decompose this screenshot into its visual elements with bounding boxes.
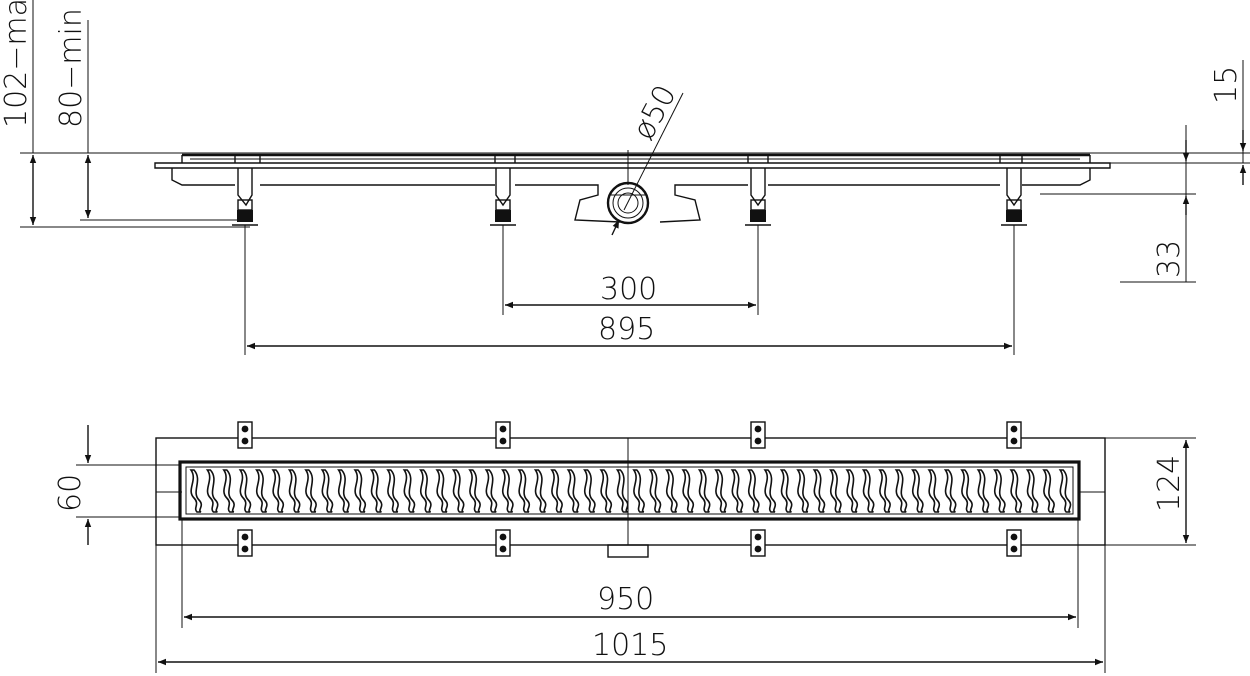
top-offset-label: 15	[1209, 66, 1244, 104]
grate-slot	[353, 469, 367, 513]
grate-slot	[927, 469, 941, 513]
grate-slot	[533, 469, 547, 513]
grate-slot	[779, 469, 793, 513]
channel-width-label: 124	[1152, 455, 1187, 512]
grate-slot	[337, 469, 350, 513]
leg-4	[1001, 168, 1027, 226]
grate-slot	[419, 469, 432, 513]
mounting-bracket	[237, 421, 253, 449]
grate-slot	[894, 469, 908, 513]
grate-slot	[517, 469, 531, 513]
mounting-bracket	[1006, 421, 1022, 449]
grate-slot	[1058, 469, 1072, 513]
mounting-bracket	[1006, 529, 1022, 557]
grate-slot	[697, 469, 711, 513]
grate-slot	[878, 469, 891, 513]
grate-slot	[911, 469, 924, 513]
grate-slot	[501, 469, 514, 513]
mounting-bracket	[237, 529, 253, 557]
grate-slot	[238, 469, 252, 513]
grate-slot	[320, 469, 334, 513]
grate-slot	[205, 469, 219, 513]
grate-slot	[714, 469, 727, 513]
mounting-bracket	[495, 529, 511, 557]
leg-1	[232, 168, 258, 226]
max-height-label: 102−max	[0, 0, 34, 128]
grate-slot	[599, 469, 613, 513]
grate-slot	[812, 469, 826, 513]
grate-slot	[861, 469, 875, 513]
grate-slot	[615, 469, 629, 513]
top-view: 60 124 950 1015	[53, 421, 1196, 673]
grate-slot	[632, 469, 645, 513]
grate-slot	[1042, 469, 1055, 513]
grate-slot	[648, 469, 662, 513]
grate-slots	[189, 469, 1072, 513]
grate-length-label: 950	[597, 582, 654, 617]
grate-slot	[993, 469, 1006, 513]
leg-3	[745, 168, 771, 226]
grate-slot	[369, 469, 383, 513]
grate-slot	[402, 469, 416, 513]
grate-slot	[943, 469, 957, 513]
grate-slot	[960, 469, 973, 513]
grate-slot	[271, 469, 285, 513]
grate-slot	[287, 469, 301, 513]
grate-width-label: 60	[53, 474, 88, 512]
grate-slot	[681, 469, 695, 513]
mounting-brackets	[237, 421, 1022, 557]
outlet-height-label: 33	[1152, 240, 1187, 278]
grate-slot	[829, 469, 842, 513]
min-height-label: 80−min	[54, 8, 89, 128]
mounting-bracket	[495, 421, 511, 449]
grate-slot	[730, 469, 744, 513]
inner-leg-spacing-label: 300	[600, 272, 657, 307]
grate-slot	[451, 469, 465, 513]
grate-slot	[665, 469, 678, 513]
outer-leg-spacing-label: 895	[598, 312, 655, 347]
grate-slot	[550, 469, 563, 513]
grate-slot	[255, 469, 268, 513]
grate-slot	[435, 469, 449, 513]
grate-slot	[747, 469, 760, 513]
grate-slot	[845, 469, 859, 513]
grate-slot	[796, 469, 809, 513]
mounting-bracket	[750, 421, 766, 449]
grate-slot	[484, 469, 498, 513]
leg-2	[490, 168, 516, 226]
grate-slot	[1009, 469, 1023, 513]
outlet-diameter-label: ø50	[626, 79, 683, 145]
grate-slot	[386, 469, 399, 513]
side-view: 102−max 80−min ø50 15 33 300 895	[0, 0, 1250, 355]
grate-slot	[763, 469, 777, 513]
grate-slot	[1025, 469, 1039, 513]
grate-slot	[583, 469, 596, 513]
grate-slot	[189, 469, 203, 513]
grate-slot	[304, 469, 317, 513]
channel-length-label: 1015	[592, 628, 668, 663]
grate-slot	[976, 469, 990, 513]
mounting-bracket	[750, 529, 766, 557]
grate-slot	[468, 469, 481, 513]
grate-slot	[566, 469, 580, 513]
grate-slot	[222, 469, 235, 513]
